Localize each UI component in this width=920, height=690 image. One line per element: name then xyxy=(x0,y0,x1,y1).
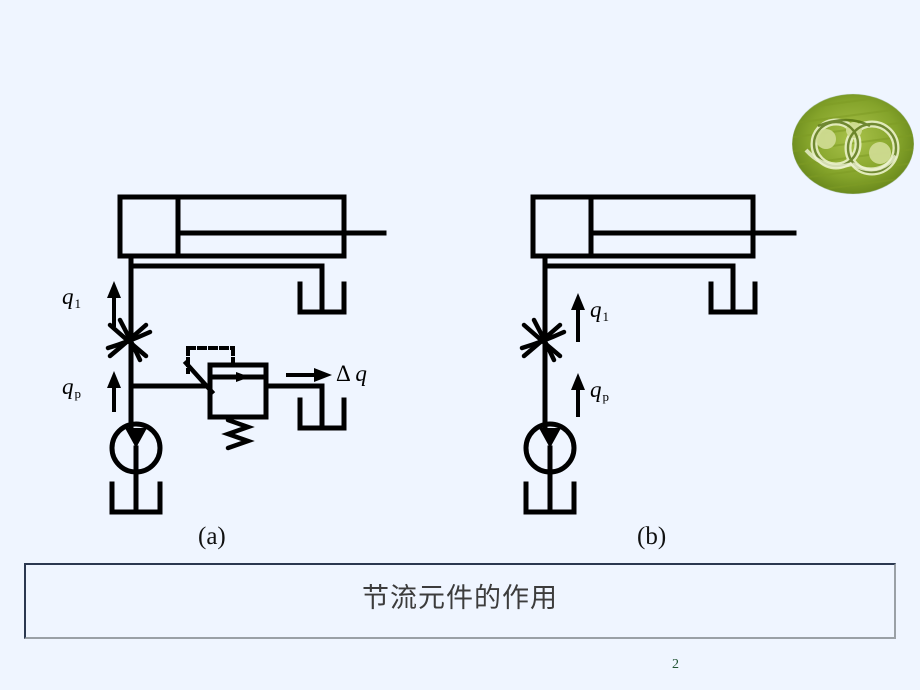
label-delta-q-a: Δ q xyxy=(336,361,367,386)
figure-caption-b: (b) xyxy=(637,523,667,550)
tank-cylinder-a xyxy=(297,281,347,315)
label-q1-b: q1 xyxy=(590,297,609,324)
label-q1-a: q1 xyxy=(62,284,81,311)
relief-valve-a xyxy=(182,346,269,451)
tank-pump-a xyxy=(109,481,163,515)
cylinder-a xyxy=(117,194,387,259)
tank-relief-a xyxy=(297,397,347,431)
page-number: 2 xyxy=(672,657,679,672)
arrow-q1-a xyxy=(107,281,121,327)
arrow-qp-a xyxy=(107,371,121,412)
arrow-qp-b xyxy=(571,373,585,417)
pump-a xyxy=(109,421,163,503)
throttle-valve-b xyxy=(519,317,567,363)
decorative-crop-circle-logo xyxy=(792,92,914,196)
label-qp-b: qp xyxy=(590,377,609,404)
tank-pump-b xyxy=(523,481,577,515)
caption-text: 节流元件的作用 xyxy=(362,583,558,613)
caption-box: 节流元件的作用 xyxy=(24,563,896,639)
figure-caption-a: (a) xyxy=(198,523,226,550)
pump-b xyxy=(523,421,577,503)
arrow-q1-b xyxy=(571,293,585,342)
tank-cylinder-b xyxy=(708,281,758,315)
arrow-delta-q-a xyxy=(286,368,332,382)
throttle-valve-a xyxy=(105,317,153,363)
label-qp-a: qp xyxy=(62,374,81,401)
cylinder-b xyxy=(530,194,797,259)
